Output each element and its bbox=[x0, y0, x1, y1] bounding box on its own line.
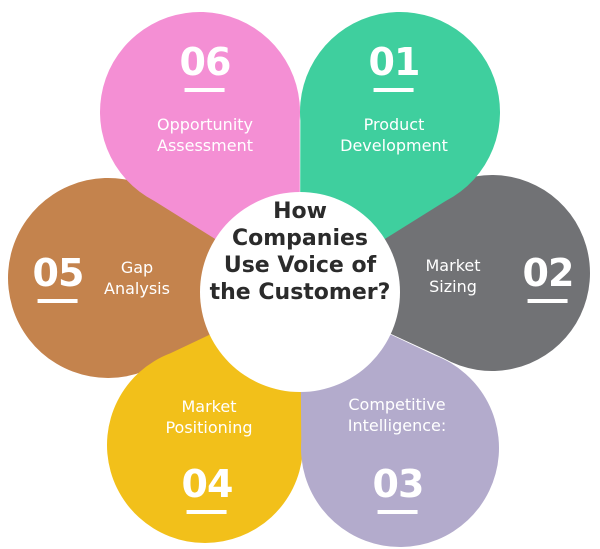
center-circle bbox=[200, 192, 400, 392]
petal-01-number: 01 bbox=[369, 42, 421, 92]
petal-02-number: 02 bbox=[523, 253, 575, 303]
petal-06-number: 06 bbox=[180, 42, 232, 92]
petal-03-number: 03 bbox=[373, 464, 425, 514]
petal-05-number: 05 bbox=[33, 253, 85, 303]
petal-04-number: 04 bbox=[182, 464, 234, 514]
